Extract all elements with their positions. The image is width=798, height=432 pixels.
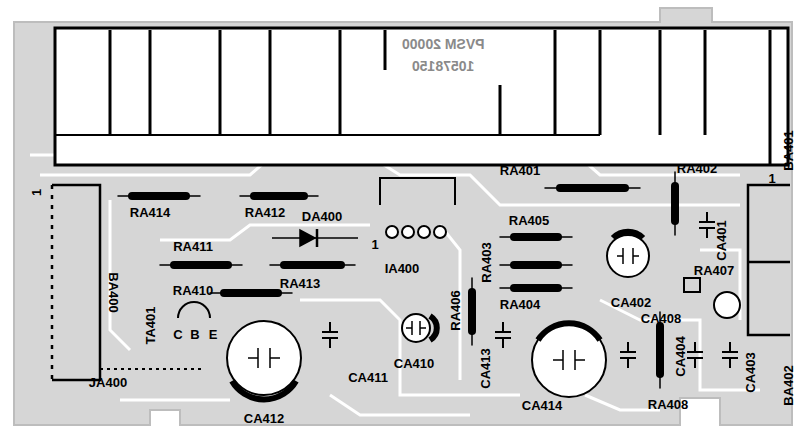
part-label: CA408: [641, 312, 681, 325]
part-label: RA401: [500, 164, 540, 177]
part-label: CA404: [674, 336, 687, 376]
part-label: RA404: [500, 298, 540, 311]
connector-outlines: [52, 185, 790, 380]
electrolytic-capacitors: [227, 232, 649, 400]
part-label: CA402: [611, 296, 651, 309]
part-label: RA407: [694, 264, 734, 277]
part-label: IA400: [385, 262, 420, 275]
part-label: CA401: [715, 220, 728, 260]
part-label: CA411: [348, 371, 388, 384]
part-label: RA414: [130, 206, 170, 219]
part-label: B: [190, 328, 199, 341]
part-label: RA403: [480, 242, 493, 282]
part-label: BA401: [782, 130, 795, 170]
board-marking: 10578150: [412, 59, 474, 73]
part-label: CA414: [522, 399, 562, 412]
part-label: RA408: [648, 398, 688, 411]
part-label: 1: [768, 172, 775, 185]
part-label: RA413: [280, 277, 320, 290]
part-label: 1: [30, 188, 43, 195]
part-label: RA411: [173, 240, 213, 253]
part-label: CA412: [244, 412, 284, 425]
part-label: JA400: [89, 376, 127, 389]
part-label: E: [209, 328, 218, 341]
part-label: TA401: [144, 306, 157, 344]
board-marking: PVSM 20000: [402, 37, 485, 51]
misc-parts: [100, 278, 740, 369]
part-label: DA400: [302, 210, 342, 223]
part-label: BA402: [782, 365, 795, 405]
part-label: RA405: [509, 214, 549, 227]
copper-pour: [14, 8, 792, 425]
ic-footprint: [380, 178, 455, 238]
part-label: RA410: [173, 284, 213, 297]
part-label: CA410: [394, 357, 434, 370]
heatsink: [55, 28, 788, 165]
part-label: CA403: [744, 352, 757, 392]
diode-symbol: [272, 229, 358, 247]
part-label: RA402: [677, 162, 717, 175]
part-label: RA412: [245, 206, 285, 219]
part-label: RA406: [449, 290, 462, 330]
part-label: CA413: [479, 348, 492, 388]
part-label: C: [173, 328, 182, 341]
part-label: 1: [371, 238, 378, 251]
part-label: BA400: [107, 272, 120, 312]
